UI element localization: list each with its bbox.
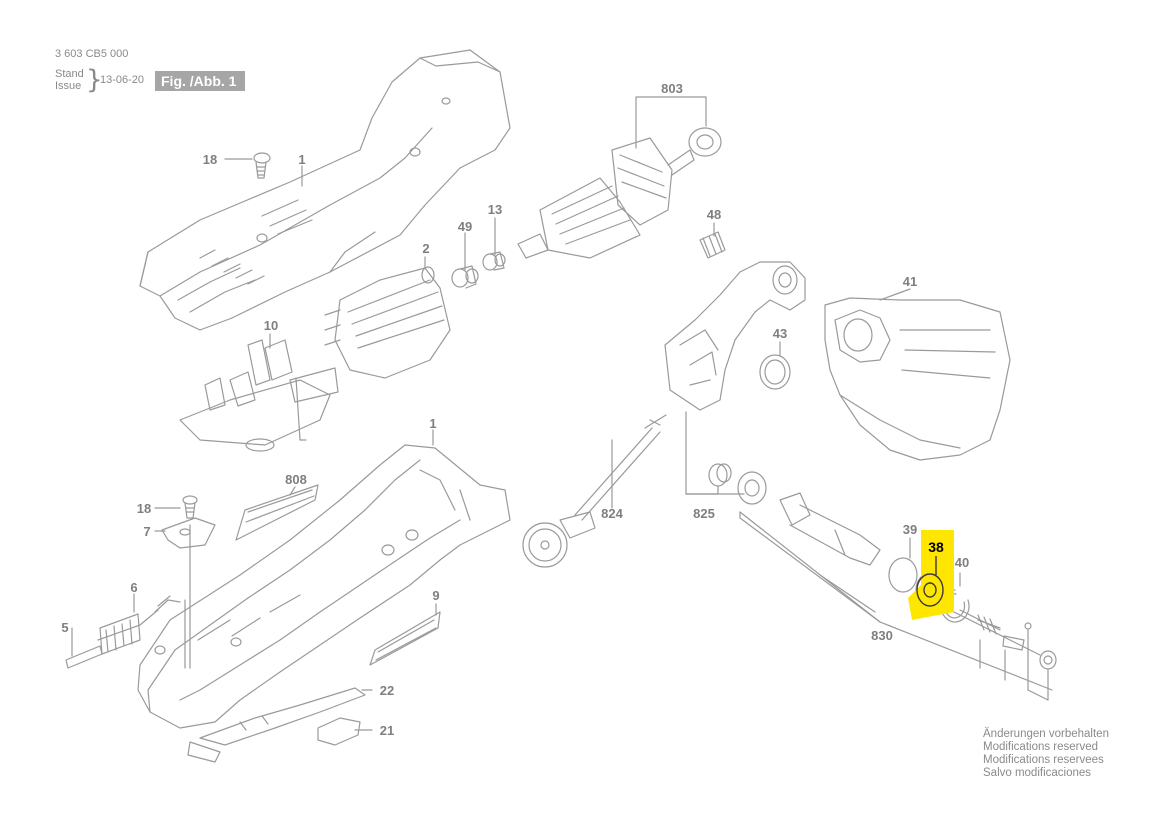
callout-48: 48 — [707, 207, 721, 222]
brace-icon: } — [86, 65, 103, 95]
cord-protector-5 — [65, 645, 103, 669]
figure-label: Fig. /Abb. 1 — [155, 71, 245, 91]
callout-10: 10 — [264, 318, 278, 333]
callout-49: 49 — [458, 219, 472, 234]
callout-2: 2 — [422, 241, 429, 256]
bearing-13 — [482, 251, 506, 271]
slide-button-21 — [317, 717, 361, 746]
stand-label: Stand — [55, 68, 84, 80]
callout-21: 21 — [380, 723, 394, 738]
pinion-48 — [699, 231, 726, 259]
slide-plate-22 — [187, 687, 366, 763]
callout-38: 38 — [928, 539, 944, 555]
field-stator-2 — [324, 266, 451, 379]
callout-825: 825 — [693, 506, 715, 521]
callout-803: 803 — [661, 81, 683, 96]
note-fr: Modifications reservees — [983, 754, 1104, 766]
note-en: Modifications reserved — [983, 741, 1099, 753]
switch-assembly-10 — [179, 339, 339, 452]
upper-housing-shell — [139, 49, 511, 331]
bushing-49 — [451, 265, 479, 289]
callout-18-top: 18 — [203, 152, 217, 167]
callout-40: 40 — [955, 555, 969, 570]
washer-38-outline — [916, 573, 944, 607]
callout-830: 830 — [871, 628, 893, 643]
label-9 — [369, 611, 441, 666]
drive-shaft-824 — [522, 414, 667, 568]
leader-lines — [71, 96, 1053, 731]
callout-41: 41 — [903, 274, 917, 289]
callout-39: 39 — [903, 522, 917, 537]
callout-22: 22 — [380, 683, 394, 698]
washer-38-bore — [923, 582, 937, 598]
armature-803 — [517, 127, 722, 259]
lower-housing-shell — [137, 444, 511, 729]
screw-18-top — [253, 152, 271, 179]
note-es: Salvo modificaciones — [983, 767, 1092, 779]
callout-808: 808 — [285, 472, 307, 487]
bearing-pair-825 — [708, 463, 767, 505]
callout-13: 13 — [488, 202, 502, 217]
ring-43 — [759, 354, 791, 390]
doc-number: 3 603 CB5 000 — [55, 48, 129, 60]
callout-1-bottom: 1 — [429, 416, 436, 431]
o-ring-39 — [888, 557, 918, 593]
callout-1-top: 1 — [298, 152, 305, 167]
label-808 — [235, 484, 319, 541]
callout-18-bottom: 18 — [137, 501, 151, 516]
callout-6: 6 — [130, 580, 137, 595]
callout-43: 43 — [773, 326, 787, 341]
cable-clamp-7 — [161, 517, 216, 549]
spring-and-pin — [977, 614, 1057, 670]
output-spindle — [779, 492, 881, 566]
guard-41 — [824, 297, 1011, 461]
revision-notes: Änderungen vorbehalten Modifications res… — [983, 728, 1109, 780]
issue-date: 13-06-20 — [100, 74, 145, 86]
issue-label: Issue — [55, 80, 82, 92]
highlight-38-marker — [908, 530, 954, 620]
callout-7: 7 — [143, 524, 150, 539]
callout-5: 5 — [61, 620, 68, 635]
gear-arm-825 — [664, 261, 806, 411]
power-cord-6 — [97, 595, 181, 655]
screw-18-bottom — [182, 495, 198, 519]
callout-9: 9 — [432, 588, 439, 603]
callout-824: 824 — [601, 506, 623, 521]
note-de: Änderungen vorbehalten — [983, 728, 1109, 740]
